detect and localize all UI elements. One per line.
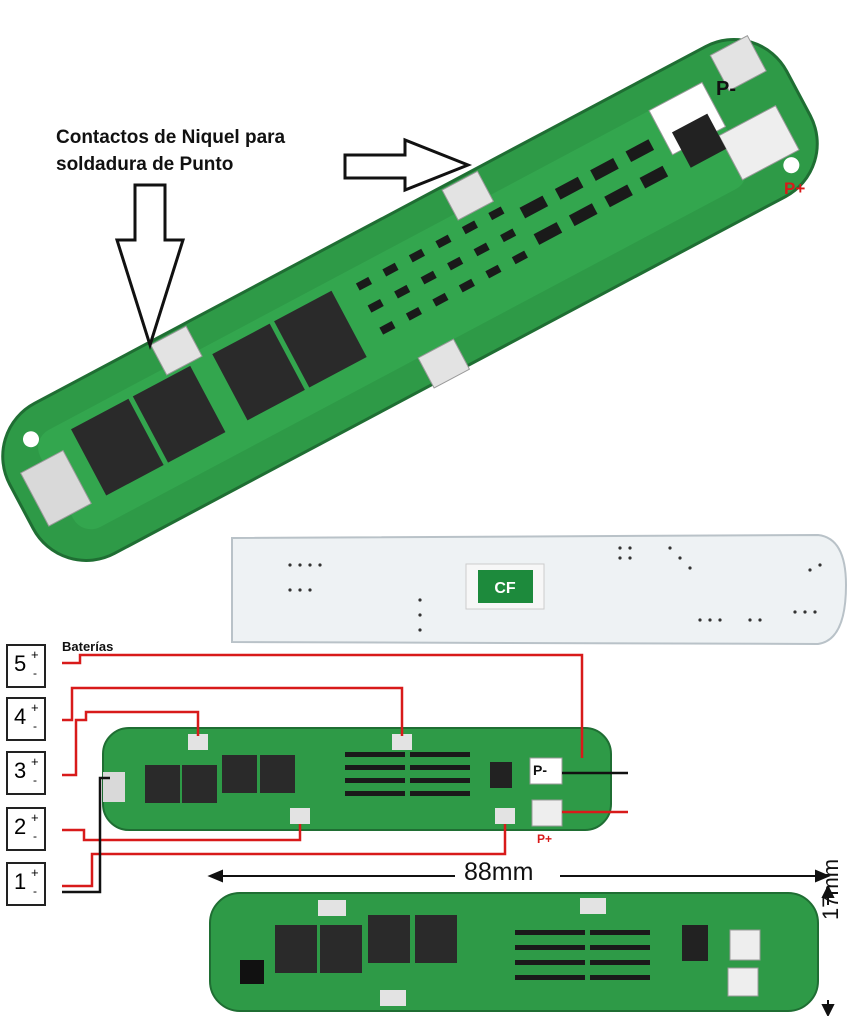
cell-number: 4	[14, 704, 27, 729]
cell-minus: -	[33, 773, 37, 787]
battery-cell-2: 2 + -	[6, 807, 46, 851]
pcb-wiring-view	[102, 727, 612, 831]
p-minus-label-top: P-	[716, 78, 736, 100]
battery-cell-4: 4 + -	[6, 697, 46, 741]
cell-plus: +	[31, 700, 39, 715]
pcb-top-view	[1, 34, 819, 562]
battery-wires	[62, 653, 628, 894]
callout-line-2: soldadura de Punto	[56, 154, 234, 175]
p-minus-label-wiring: P-	[533, 762, 547, 778]
battery-cell-3: 3 + -	[6, 751, 46, 795]
callout-text: Contactos de Niquel para soldadura de Pun…	[56, 124, 285, 178]
cell-minus: -	[33, 666, 37, 680]
cell-minus: -	[33, 884, 37, 898]
cell-minus: -	[33, 719, 37, 733]
cell-number: 2	[14, 814, 27, 839]
width-dimension-label: 17mm	[818, 858, 843, 920]
cell-number: 3	[14, 758, 27, 783]
p-plus-label-top: P+	[784, 179, 806, 198]
pcb-dimension-view	[209, 892, 819, 1012]
dimension-88mm-line	[207, 869, 831, 883]
battery-cell-1: 1 + -	[6, 862, 46, 906]
cell-minus: -	[33, 829, 37, 843]
cell-plus: +	[31, 810, 39, 825]
svg-text:CF: CF	[494, 580, 516, 597]
cell-plus: +	[31, 647, 39, 662]
cell-plus: +	[31, 865, 39, 880]
p-plus-label-wiring: P+	[537, 832, 553, 846]
dimension-17mm-line	[821, 884, 835, 1016]
baterias-title: Baterías	[62, 639, 114, 654]
pcb-back-view: CF	[231, 533, 848, 646]
callout-line-1: Contactos de Niquel para	[56, 127, 286, 148]
battery-cell-5: 5 + -	[6, 644, 46, 688]
callout-arrow-right	[343, 137, 473, 193]
cell-number: 1	[14, 869, 27, 894]
cell-plus: +	[31, 754, 39, 769]
length-dimension-label: 88mm	[464, 858, 534, 886]
callout-arrow-down	[114, 183, 186, 351]
cell-number: 5	[14, 651, 27, 676]
